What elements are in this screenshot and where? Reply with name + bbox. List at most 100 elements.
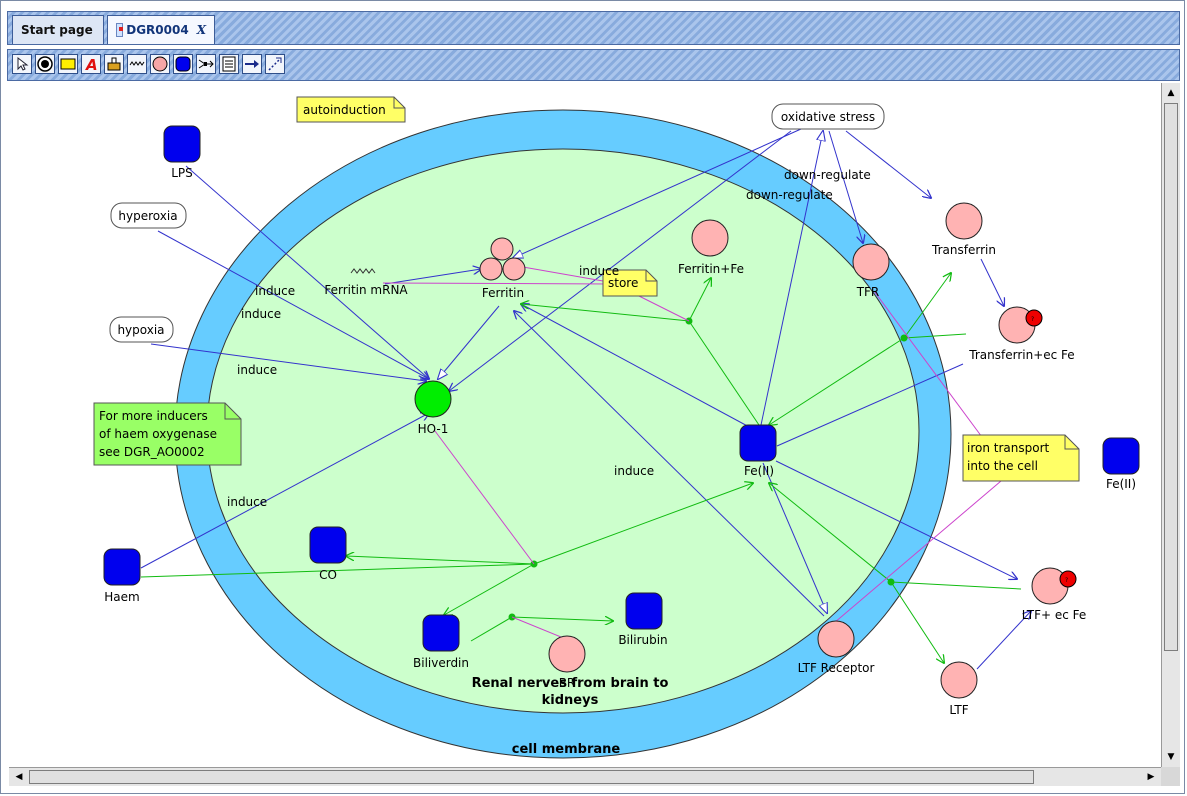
scroll-down-icon[interactable]: ▼ <box>1167 752 1175 762</box>
edge-haem-process[interactable] <box>140 563 535 578</box>
pointer-tool-icon[interactable] <box>12 54 32 74</box>
edge-ltfreceptor-ferritin[interactable] <box>514 311 825 617</box>
node-haem[interactable] <box>103 548 141 586</box>
edge-process-biliverdin[interactable] <box>444 563 535 615</box>
node-fe2-outside[interactable] <box>1102 437 1140 475</box>
edge-fe-ltfecfe[interactable] <box>775 460 1017 579</box>
node-ferritin-b[interactable] <box>479 257 503 281</box>
edge-ltfecfe-process[interactable] <box>890 581 1022 590</box>
edge-fe-transferrinecfe[interactable] <box>776 363 964 447</box>
label-co: CO <box>319 568 337 582</box>
stimulus-oxidative-stress[interactable]: oxidative stress <box>771 103 885 130</box>
edge-ltf-fe[interactable] <box>769 483 892 583</box>
edge-ltf-ltfecfe[interactable] <box>976 611 1031 670</box>
edge-transferrin-complex[interactable] <box>980 258 1004 306</box>
edge-ltfreceptor-transport[interactable] <box>833 480 1002 624</box>
gene-icon <box>350 268 376 274</box>
node-ferritin-c[interactable] <box>502 257 526 281</box>
node-ho1[interactable] <box>414 380 452 418</box>
edge-process-co[interactable] <box>346 556 535 565</box>
node-ltf-receptor[interactable] <box>817 620 855 658</box>
edge-tfr-complex[interactable] <box>903 333 967 339</box>
note-more-inducers[interactable]: For more inducers of haem oxygenase see … <box>93 402 242 466</box>
edge-hyperoxia-ho1[interactable] <box>157 230 429 379</box>
edge-oxstress-ho1[interactable] <box>449 130 792 391</box>
horizontal-scrollbar[interactable]: ◀ ▶ <box>9 767 1161 786</box>
edge-process-ferritinfe[interactable] <box>688 278 711 322</box>
edge-store-ferritinfe[interactable] <box>636 294 690 322</box>
gene-tool-icon[interactable] <box>127 54 147 74</box>
label-ho1: HO-1 <box>418 422 449 436</box>
edge-ferritin-store[interactable] <box>522 266 604 282</box>
horizontal-scroll-thumb[interactable] <box>29 770 1034 784</box>
edge-hypoxia-ho1[interactable] <box>150 343 426 381</box>
dotted-arrow-tool-icon[interactable] <box>265 54 285 74</box>
edge-haem-ho1[interactable] <box>140 413 429 569</box>
node-tfr[interactable] <box>852 243 890 281</box>
stimulus-hyperoxia[interactable]: hyperoxia <box>110 202 187 229</box>
edge-tfr-fe[interactable] <box>769 337 905 425</box>
edge-tfr-process[interactable] <box>903 273 951 339</box>
edge-lps-ho1[interactable] <box>185 165 429 379</box>
node-fe2-inside[interactable] <box>739 424 777 462</box>
stimulus-hypoxia[interactable]: hypoxia <box>109 316 174 343</box>
edge-oxstress-tfr[interactable] <box>828 130 863 243</box>
scroll-right-icon[interactable]: ▶ <box>1147 772 1155 782</box>
edge-process-ltf[interactable] <box>890 581 944 663</box>
compartment-tool-icon[interactable] <box>35 54 55 74</box>
edge-oxstress-transferrin[interactable] <box>845 130 931 198</box>
edge-process-fe[interactable] <box>533 483 753 565</box>
edge-tfr-transport[interactable] <box>873 290 997 457</box>
note-store[interactable]: store <box>602 269 658 297</box>
iron-site-icon <box>1025 309 1043 327</box>
edge-ferritin-mrna[interactable] <box>382 282 613 285</box>
label-ltf-receptor: LTF Receptor <box>798 661 875 675</box>
edge-fe-process[interactable] <box>688 320 760 426</box>
edge-fe-ferritin[interactable] <box>521 304 754 430</box>
note-autoinduction[interactable]: autoinduction <box>296 96 406 123</box>
edge-biliverdin-process[interactable] <box>470 616 513 642</box>
edge-br-process[interactable] <box>511 616 562 638</box>
edge-process-bilirubin[interactable] <box>511 617 613 621</box>
edge-ferritinfe-process[interactable] <box>521 304 690 322</box>
label-ferritin-fe: Ferritin+Fe <box>678 262 744 276</box>
tab-dgr0004[interactable]: DGR0004 X <box>107 15 215 44</box>
label-transferrin-ecfe: Transferrin+ec Fe <box>968 348 1074 362</box>
edge-ferritin-ho1[interactable] <box>438 305 500 379</box>
reaction-tool-icon[interactable] <box>104 54 124 74</box>
simple-chemical-tool-icon[interactable] <box>173 54 193 74</box>
edge-fe-oxstress[interactable] <box>760 131 823 426</box>
node-lps[interactable] <box>163 125 201 163</box>
node-co[interactable] <box>309 526 347 564</box>
process-tool-icon[interactable] <box>196 54 216 74</box>
iron-site-icon <box>1059 570 1077 588</box>
document-tool-icon[interactable] <box>219 54 239 74</box>
vertical-scrollbar[interactable]: ▲ ▼ <box>1161 83 1180 767</box>
note-iron-transport[interactable]: iron transport into the cell <box>962 434 1080 482</box>
edge-mrna-ferritin[interactable] <box>384 269 481 285</box>
note-tool-icon[interactable] <box>58 54 78 74</box>
vertical-scroll-thumb[interactable] <box>1164 103 1178 651</box>
scroll-up-icon[interactable]: ▲ <box>1167 88 1175 98</box>
edge-label: down-regulate <box>746 188 833 202</box>
diagram-toolbar: A <box>7 49 1180 81</box>
note-text: see DGR_AO0002 <box>99 445 205 459</box>
node-br[interactable] <box>548 635 586 673</box>
label-biliverdin: Biliverdin <box>413 656 469 670</box>
node-biliverdin[interactable] <box>422 614 460 652</box>
edge-oxstress-ferritin[interactable] <box>513 128 802 258</box>
scroll-left-icon[interactable]: ◀ <box>15 772 23 782</box>
macromolecule-tool-icon[interactable] <box>150 54 170 74</box>
node-bilirubin[interactable] <box>625 592 663 630</box>
node-transferrin[interactable] <box>945 202 983 240</box>
edge-ho1-process[interactable] <box>434 430 535 565</box>
label-transferrin: Transferrin <box>931 243 996 257</box>
diagram-canvas[interactable]: autoinduction store iron transport into … <box>9 83 1161 767</box>
text-tool-icon[interactable]: A <box>81 54 101 74</box>
arrow-tool-icon[interactable] <box>242 54 262 74</box>
node-ltf[interactable] <box>940 661 978 699</box>
close-tab-icon[interactable]: X <box>196 23 206 37</box>
tab-start-page[interactable]: Start page <box>12 15 104 44</box>
node-ferritin-fe[interactable] <box>691 219 729 257</box>
node-ferritin-a[interactable] <box>490 237 514 261</box>
